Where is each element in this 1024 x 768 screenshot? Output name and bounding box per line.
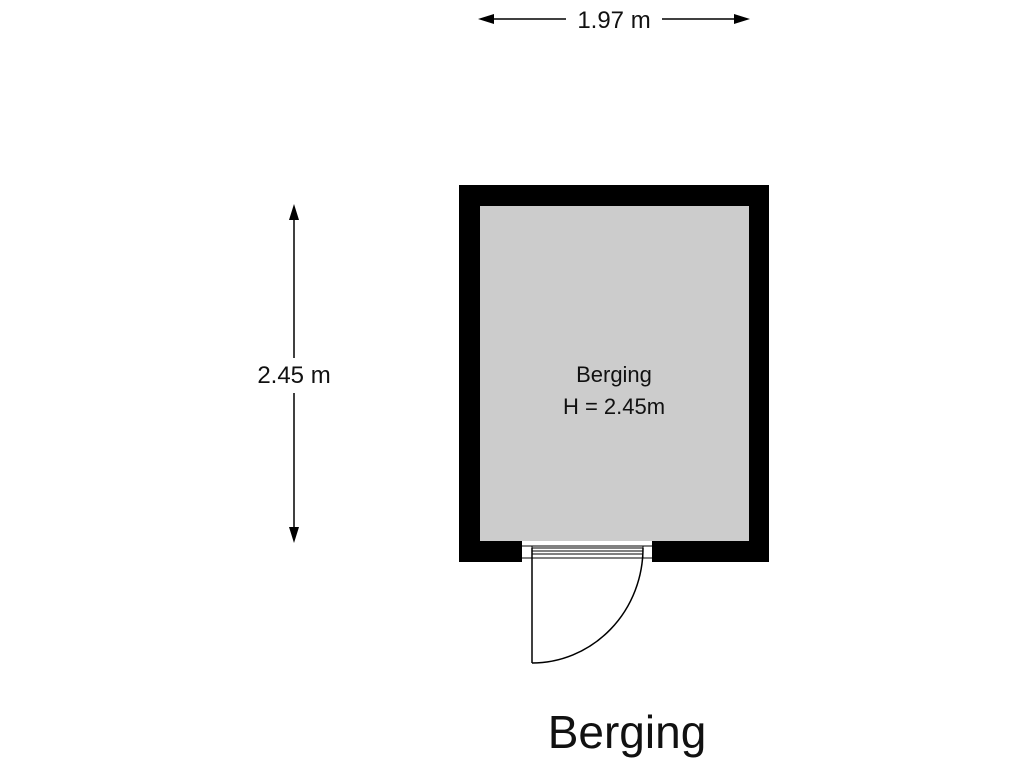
arrow-up-icon bbox=[289, 204, 299, 220]
door-swing-arc bbox=[531, 547, 644, 664]
height-dimension-label: 2.45 m bbox=[257, 362, 330, 389]
arrow-left-icon bbox=[478, 14, 494, 24]
plan-title: Berging bbox=[548, 706, 707, 758]
room-name: Berging bbox=[576, 362, 652, 387]
room-floor bbox=[480, 206, 749, 541]
room-height: H = 2.45m bbox=[563, 394, 665, 419]
width-dimension: 1.97 m bbox=[478, 7, 750, 34]
arrow-right-icon bbox=[734, 14, 750, 24]
width-dimension-label: 1.97 m bbox=[577, 7, 650, 34]
height-dimension: 2.45 m bbox=[257, 204, 331, 543]
door bbox=[522, 541, 652, 664]
arrow-down-icon bbox=[289, 527, 299, 543]
